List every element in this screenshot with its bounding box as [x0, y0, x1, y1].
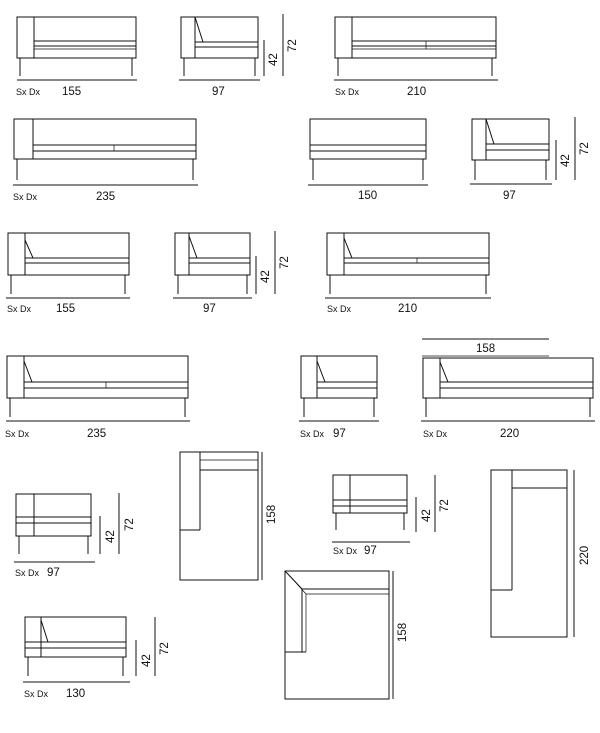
width-dimension: 155 — [56, 303, 75, 315]
sofa-235-low-arm-r4 — [6, 355, 190, 422]
chaise-plan-view-158 — [179, 451, 263, 581]
width-dimension: 210 — [407, 86, 426, 98]
seat-height-dimension: 42 — [268, 53, 280, 66]
width-dimension: 97 — [47, 567, 60, 579]
sofa-155-arm-left-r1 — [16, 16, 137, 81]
sofa-155-low-arm-r3 — [6, 232, 130, 299]
seat-height-dimension: 42 — [421, 509, 433, 522]
width-dimension: 210 — [398, 303, 417, 315]
chaise-97-r4 — [299, 355, 379, 422]
total-height-dimension: 72 — [287, 39, 299, 52]
width-dimension: 155 — [62, 86, 81, 98]
seat-height-dimension: 42 — [560, 154, 572, 167]
depth-dimension: 158 — [397, 623, 409, 642]
width-dimension: 150 — [358, 190, 377, 202]
width-dimension: 97 — [503, 190, 516, 202]
sofa-150-no-arm-r2 — [308, 118, 428, 186]
width-dimension: 97 — [364, 545, 377, 557]
armchair-97-r5b — [332, 474, 436, 543]
depth-dimension: 158 — [266, 505, 278, 524]
total-height-dimension: 72 — [579, 142, 591, 155]
width-dimension: 235 — [87, 428, 106, 440]
seat-height-dimension: 42 — [260, 270, 272, 283]
total-height-dimension: 72 — [439, 499, 451, 512]
width-dimension: 235 — [96, 191, 115, 203]
sxdx-label: Sx Dx — [7, 304, 32, 314]
sxdx-label: Sx Dx — [24, 689, 49, 699]
sxdx-label: Sx Dx — [333, 546, 358, 556]
width-dimension: 97 — [212, 86, 225, 98]
seat-height-dimension: 42 — [105, 530, 117, 543]
sofa-235-arm-left-r2 — [13, 118, 198, 186]
sxdx-label: Sx Dx — [16, 87, 41, 97]
depth-dimension: 220 — [579, 546, 591, 565]
width-dimension: 97 — [203, 303, 216, 315]
sxdx-label: Sx Dx — [335, 87, 360, 97]
sxdx-label: Sx Dx — [327, 304, 352, 314]
sofa-210-low-arm-r3 — [325, 232, 491, 299]
total-height-dimension: 72 — [124, 518, 136, 531]
daybed-plan-view-220 — [490, 469, 575, 638]
sofa-130-r6 — [23, 616, 156, 683]
width-dimension: 130 — [66, 688, 85, 700]
sxdx-label: Sx Dx — [5, 429, 30, 439]
sxdx-label: Sx Dx — [13, 192, 38, 202]
sofa-210-arm-left-r1 — [334, 16, 498, 81]
daybed-220-r4 — [421, 338, 595, 422]
corner-plan-view-158 — [284, 570, 394, 700]
chaise-97-r1 — [179, 14, 284, 81]
sxdx-label: Sx Dx — [423, 429, 448, 439]
armchair-97-r5 — [14, 493, 120, 563]
sxdx-label: Sx Dx — [300, 429, 325, 439]
width-dimension: 97 — [333, 428, 346, 440]
chaise-97-r3 — [173, 231, 276, 299]
sxdx-label: Sx Dx — [15, 568, 40, 578]
total-height-dimension: 72 — [279, 256, 291, 269]
depth-dimension: 158 — [476, 343, 495, 355]
total-height-dimension: 72 — [159, 642, 171, 655]
width-dimension: 220 — [500, 428, 519, 440]
seat-height-dimension: 42 — [141, 654, 153, 667]
chaise-97-r2 — [470, 117, 576, 185]
